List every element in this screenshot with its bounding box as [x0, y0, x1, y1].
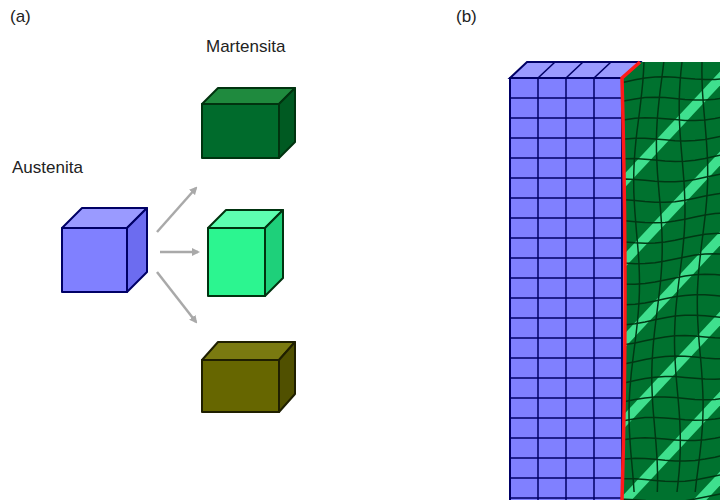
austenite-cube	[62, 208, 147, 292]
transformation-arrows	[157, 188, 198, 322]
phase-label: Austenita	[12, 159, 83, 178]
austenite-slab	[510, 62, 640, 500]
panel-label: (a)	[10, 8, 31, 27]
phase-label: Martensita	[206, 38, 285, 57]
martensite-variant-cube	[202, 342, 295, 412]
martensite-variant-cube	[208, 210, 283, 296]
habit-plane-interface	[622, 62, 640, 500]
panel-label: (b)	[456, 8, 477, 27]
martensite-variant-cube	[202, 88, 295, 158]
martensite-region	[600, 40, 720, 500]
